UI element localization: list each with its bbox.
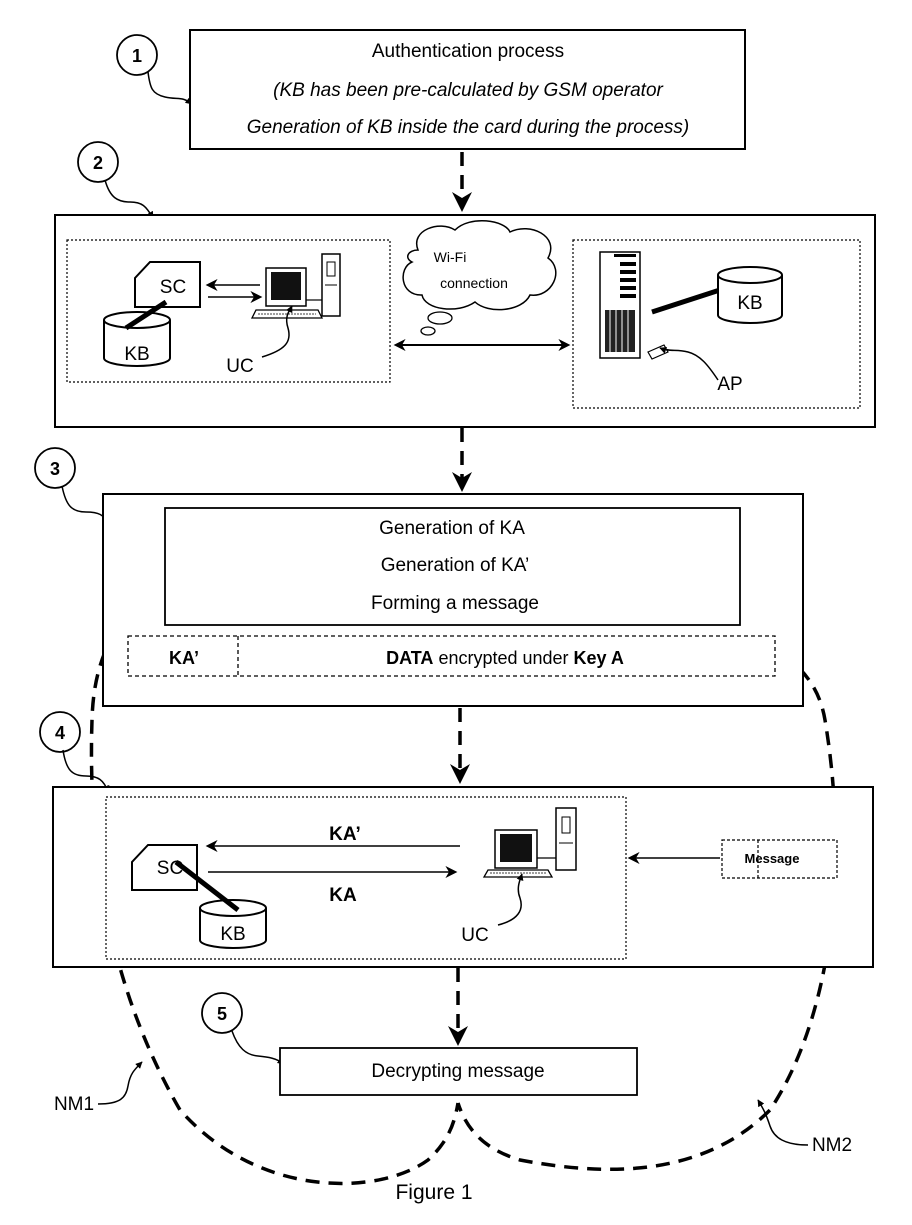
kb-label-2: KB: [220, 924, 245, 945]
message-ka-prime-field: KA’: [169, 648, 199, 668]
message-packet-label: Message: [745, 851, 800, 866]
step-1-leader: [148, 72, 192, 104]
wifi-label: Wi-Fi: [434, 249, 467, 265]
generation-ka-text: Generation of KA: [379, 518, 525, 539]
nm1-label: NM1: [54, 1094, 94, 1115]
step-2-leader: [105, 180, 153, 218]
decrypting-message-text: Decrypting message: [371, 1061, 544, 1082]
kb-generation-note: Generation of KB inside the card during …: [247, 117, 690, 138]
forming-message-text: Forming a message: [371, 593, 539, 614]
generation-ka-prime-text: Generation of KA’: [381, 555, 530, 576]
ka-prime-label: KA’: [329, 824, 361, 845]
kb-precalc-note: (KB has been pre-calculated by GSM opera…: [273, 80, 663, 101]
connection-label: connection: [440, 275, 508, 291]
smart-card-label: SC: [160, 277, 186, 298]
step-5-leader: [232, 1031, 284, 1064]
cloud-bubble-2: [421, 327, 435, 335]
step-2-number: 2: [93, 153, 103, 173]
nm1-leader: [98, 1062, 142, 1104]
authentication-title: Authentication process: [372, 41, 564, 62]
step-5-number: 5: [217, 1004, 227, 1024]
nm2-leader: [758, 1100, 808, 1145]
step-4-number: 4: [55, 723, 65, 743]
ka-label: KA: [329, 885, 357, 906]
kb-left-label: KB: [124, 344, 149, 365]
ap-label: AP: [717, 374, 742, 395]
figure-caption: Figure 1: [395, 1181, 472, 1204]
uc-label: UC: [226, 356, 253, 377]
nm2-label: NM2: [812, 1135, 852, 1156]
step-3-number: 3: [50, 459, 60, 479]
step-4-leader: [63, 750, 108, 792]
step-1-number: 1: [132, 46, 142, 66]
kb-right-label: KB: [737, 293, 762, 314]
smart-card-label-2: SC: [157, 858, 183, 879]
message-data-field: DATA encrypted under Key A: [386, 648, 624, 668]
uc-label-2: UC: [461, 925, 488, 946]
cloud-bubble-1: [428, 312, 452, 324]
